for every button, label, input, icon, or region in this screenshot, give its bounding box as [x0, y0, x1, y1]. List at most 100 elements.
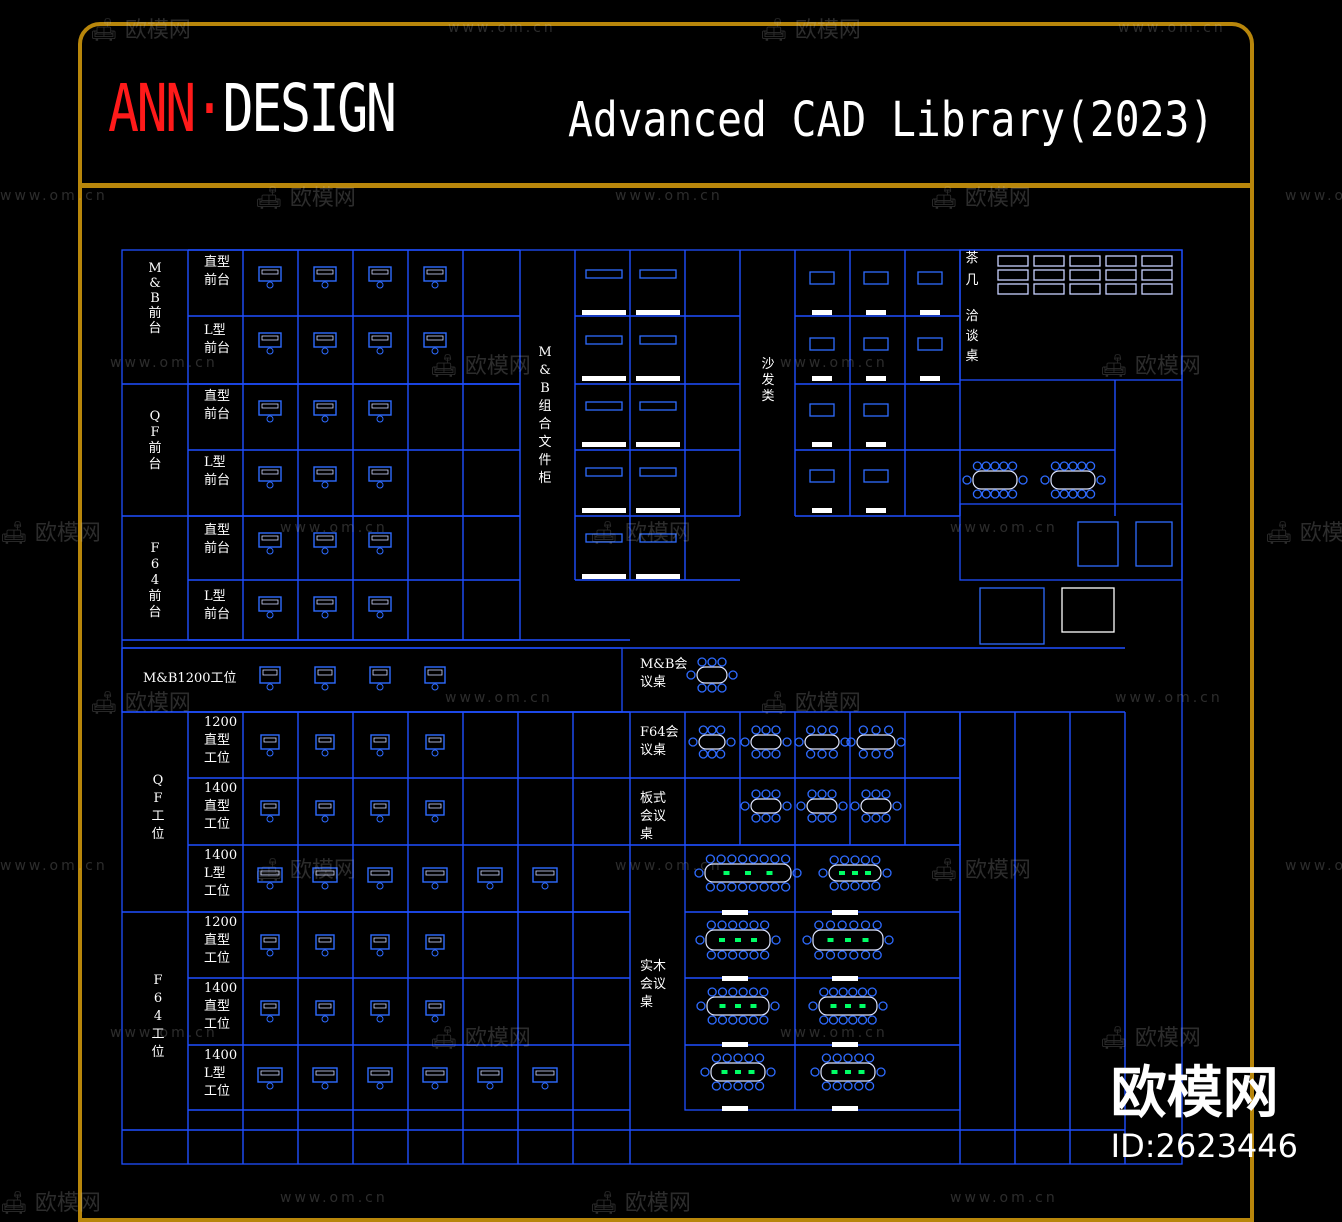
sofa-dim-bar: [866, 376, 886, 381]
file-cabinet-symbol: [585, 401, 623, 411]
label-desk-type-3: L型前台: [204, 455, 230, 488]
meeting-table-symbol: [686, 657, 738, 693]
watermark-site-name: 🛋 欧模网: [1265, 521, 1342, 546]
workstation-symbol: [369, 666, 391, 691]
sofa-symbol: [809, 403, 835, 417]
badge-site-name: 欧模网: [1110, 1061, 1279, 1126]
cabinet-dim-bar: [636, 574, 680, 579]
workstation-symbol: [367, 1067, 393, 1090]
front-desk-symbol: [258, 400, 282, 423]
round-table-symbol: [1135, 521, 1173, 567]
watermark-site-name: 🛋 欧模网: [930, 858, 1031, 883]
workstation-symbol: [422, 1067, 448, 1090]
file-cabinet-symbol: [585, 269, 623, 279]
tea-table-symbol: [1105, 269, 1137, 281]
tea-table-symbol: [1105, 255, 1137, 267]
f64-meeting-table: [740, 725, 792, 759]
label-solid-wood-meeting: 实木会议桌: [640, 959, 666, 1010]
watermark-url: www.om.cn: [615, 188, 723, 204]
file-cabinet-symbol: [639, 467, 677, 477]
watermark-site-name: 🛋 欧模网: [760, 18, 861, 43]
watermark-url: www.om.cn: [1285, 858, 1342, 874]
label-desk-type-0: 直型前台: [204, 255, 230, 288]
watermark-url: www.om.cn: [0, 188, 108, 204]
reception-symbol: [1061, 587, 1115, 633]
brand-dot: ·: [193, 70, 225, 147]
sofa-dim-bar: [866, 442, 886, 447]
table-dim-bar: [832, 910, 858, 915]
sofa-dim-bar: [866, 508, 886, 513]
front-desk-symbol: [258, 532, 282, 555]
workstation-symbol: [260, 800, 280, 823]
watermark-site-name: 🛋 欧模网: [590, 521, 691, 546]
brand-design: DESIGN: [222, 70, 397, 147]
front-desk-symbol: [368, 596, 392, 619]
label-desk-type-5: L型前台: [204, 589, 230, 622]
sofa-dim-bar: [920, 310, 940, 315]
workstation-symbol: [312, 1067, 338, 1090]
workstation-symbol: [370, 800, 390, 823]
sofa-symbol: [863, 403, 889, 417]
tea-table-symbol: [1033, 255, 1065, 267]
table-dim-bar: [832, 1042, 858, 1047]
solid-wood-table: [802, 920, 894, 960]
watermark-site-name: 🛋 欧模网: [430, 354, 531, 379]
tea-table-symbol: [1033, 269, 1065, 281]
watermark-site-name: 🛋 欧模网: [255, 858, 356, 883]
file-cabinet-symbol: [639, 269, 677, 279]
tea-table-symbol: [997, 255, 1029, 267]
watermark-url: www.om.cn: [110, 355, 218, 371]
front-desk-symbol: [313, 596, 337, 619]
workstation-symbol: [315, 934, 335, 957]
workstation-symbol: [425, 734, 445, 757]
watermark-url: www.om.cn: [1118, 20, 1226, 36]
sofa-dim-bar: [812, 376, 832, 381]
workstation-symbol: [315, 1000, 335, 1023]
front-desk-symbol: [258, 266, 282, 289]
front-desk-symbol: [368, 400, 392, 423]
solid-wood-table: [700, 1053, 776, 1091]
front-desk-symbol: [313, 532, 337, 555]
workstation-symbol: [425, 800, 445, 823]
watermark-site-name: 🛋 欧模网: [90, 691, 191, 716]
sofa-symbol: [917, 271, 943, 285]
sofa-symbol: [809, 469, 835, 483]
workstation-symbol: [477, 1067, 503, 1090]
workstation-symbol: [370, 934, 390, 957]
sofa-dim-bar: [812, 310, 832, 315]
watermark-url: www.om.cn: [615, 858, 723, 874]
solid-wood-table: [695, 920, 781, 960]
table-dim-bar: [722, 910, 748, 915]
watermark-site-name: 🛋 欧模网: [90, 18, 191, 43]
cabinet-dim-bar: [582, 376, 626, 381]
front-desk-symbol: [423, 266, 447, 289]
front-desk-symbol: [258, 596, 282, 619]
file-cabinet-symbol: [639, 401, 677, 411]
workstation-symbol: [424, 666, 446, 691]
library-outer-border: [121, 249, 1183, 1165]
tea-table-symbol: [1069, 255, 1101, 267]
table-dim-bar: [832, 1106, 858, 1111]
table-dim-bar: [722, 1042, 748, 1047]
drawing-title: Advanced CAD Library(2023): [568, 92, 1215, 148]
brand-logo: ANN·DESIGN: [108, 74, 397, 144]
workstation-symbol: [425, 1000, 445, 1023]
file-cabinet-symbol: [585, 467, 623, 477]
workstation-symbol: [314, 666, 336, 691]
watermark-url: www.om.cn: [445, 690, 553, 706]
label-desk-type-1: L型前台: [204, 323, 230, 356]
watermark-site-name: 🛋 欧模网: [760, 691, 861, 716]
front-desk-symbol: [368, 532, 392, 555]
tea-table-symbol: [1141, 269, 1173, 281]
workstation-symbol: [532, 1067, 558, 1090]
reception-symbol: [979, 587, 1045, 645]
front-desk-symbol: [258, 332, 282, 355]
